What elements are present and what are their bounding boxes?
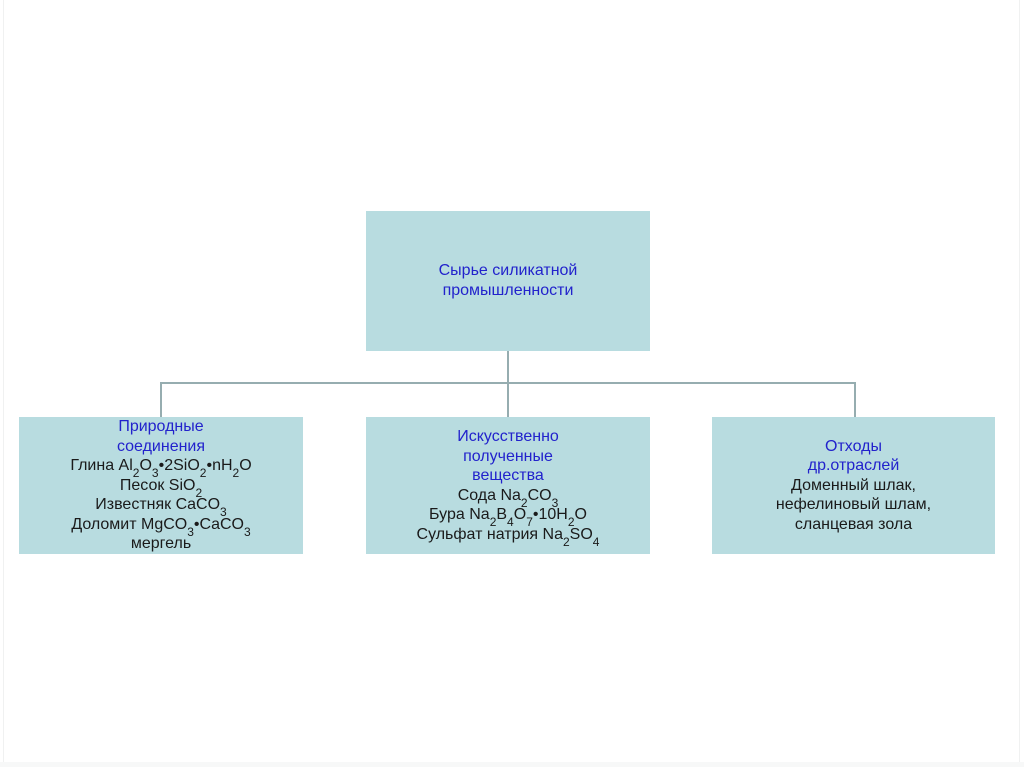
box-title: Искусственно полученные вещества [457,427,559,486]
text-line: Глина Al2O3•2SiO2•nH2O [70,457,252,481]
text-line: полученные [463,447,553,465]
box-artificial-substances: Искусственно полученные вещества Сода Na2C… [366,417,650,554]
text-line: мергель [130,535,192,553]
connector-root-drop [507,351,509,417]
text-line: Сульфат натрия Na2SO4 [416,525,600,549]
connector-right-drop [854,382,856,417]
box-other-industry-waste: Отходы др.отраслей Доменный шлак, нефелино… [712,417,995,554]
box-silicate-raw-materials: Сырье силикатной промышленности [366,211,650,351]
text-line: др.отраслей [807,457,900,475]
text-line: промышленности [442,282,574,299]
text-line: Известняк CaCO3 [95,496,227,520]
text-line: вещества [472,467,544,484]
text-line: нефелиновый шлам, [775,496,932,514]
slide-edge-left [3,0,4,762]
text-line: сланцевая зола [794,515,913,533]
slide-edge-bottom [0,762,1024,767]
text-line: Доменный шлак, [791,476,916,494]
text-line: Доломит MgCO3•CaCO3 [71,515,251,539]
text-line: Искусственно [457,428,559,445]
text-line: Природные [118,418,204,436]
box-body: Доменный шлак, нефелиновый шлам,сланцевая… [776,476,931,535]
slide-edge-right [1019,0,1020,762]
box-title: Отходы др.отраслей [808,437,900,476]
text-line: Отходы [825,437,882,455]
box-title: Сырье силикатной промышленности [439,261,578,301]
text-line: Сода Na2CO3 [457,486,559,510]
connector-horizontal [160,382,856,384]
text-line: соединения [116,437,206,455]
text-line: Песок SiO2 [119,476,203,500]
text-line: Сырье силикатной [438,262,578,279]
text-line: Бура Na2B4O7•10H2O [429,506,587,530]
connector-left-drop [160,382,162,417]
